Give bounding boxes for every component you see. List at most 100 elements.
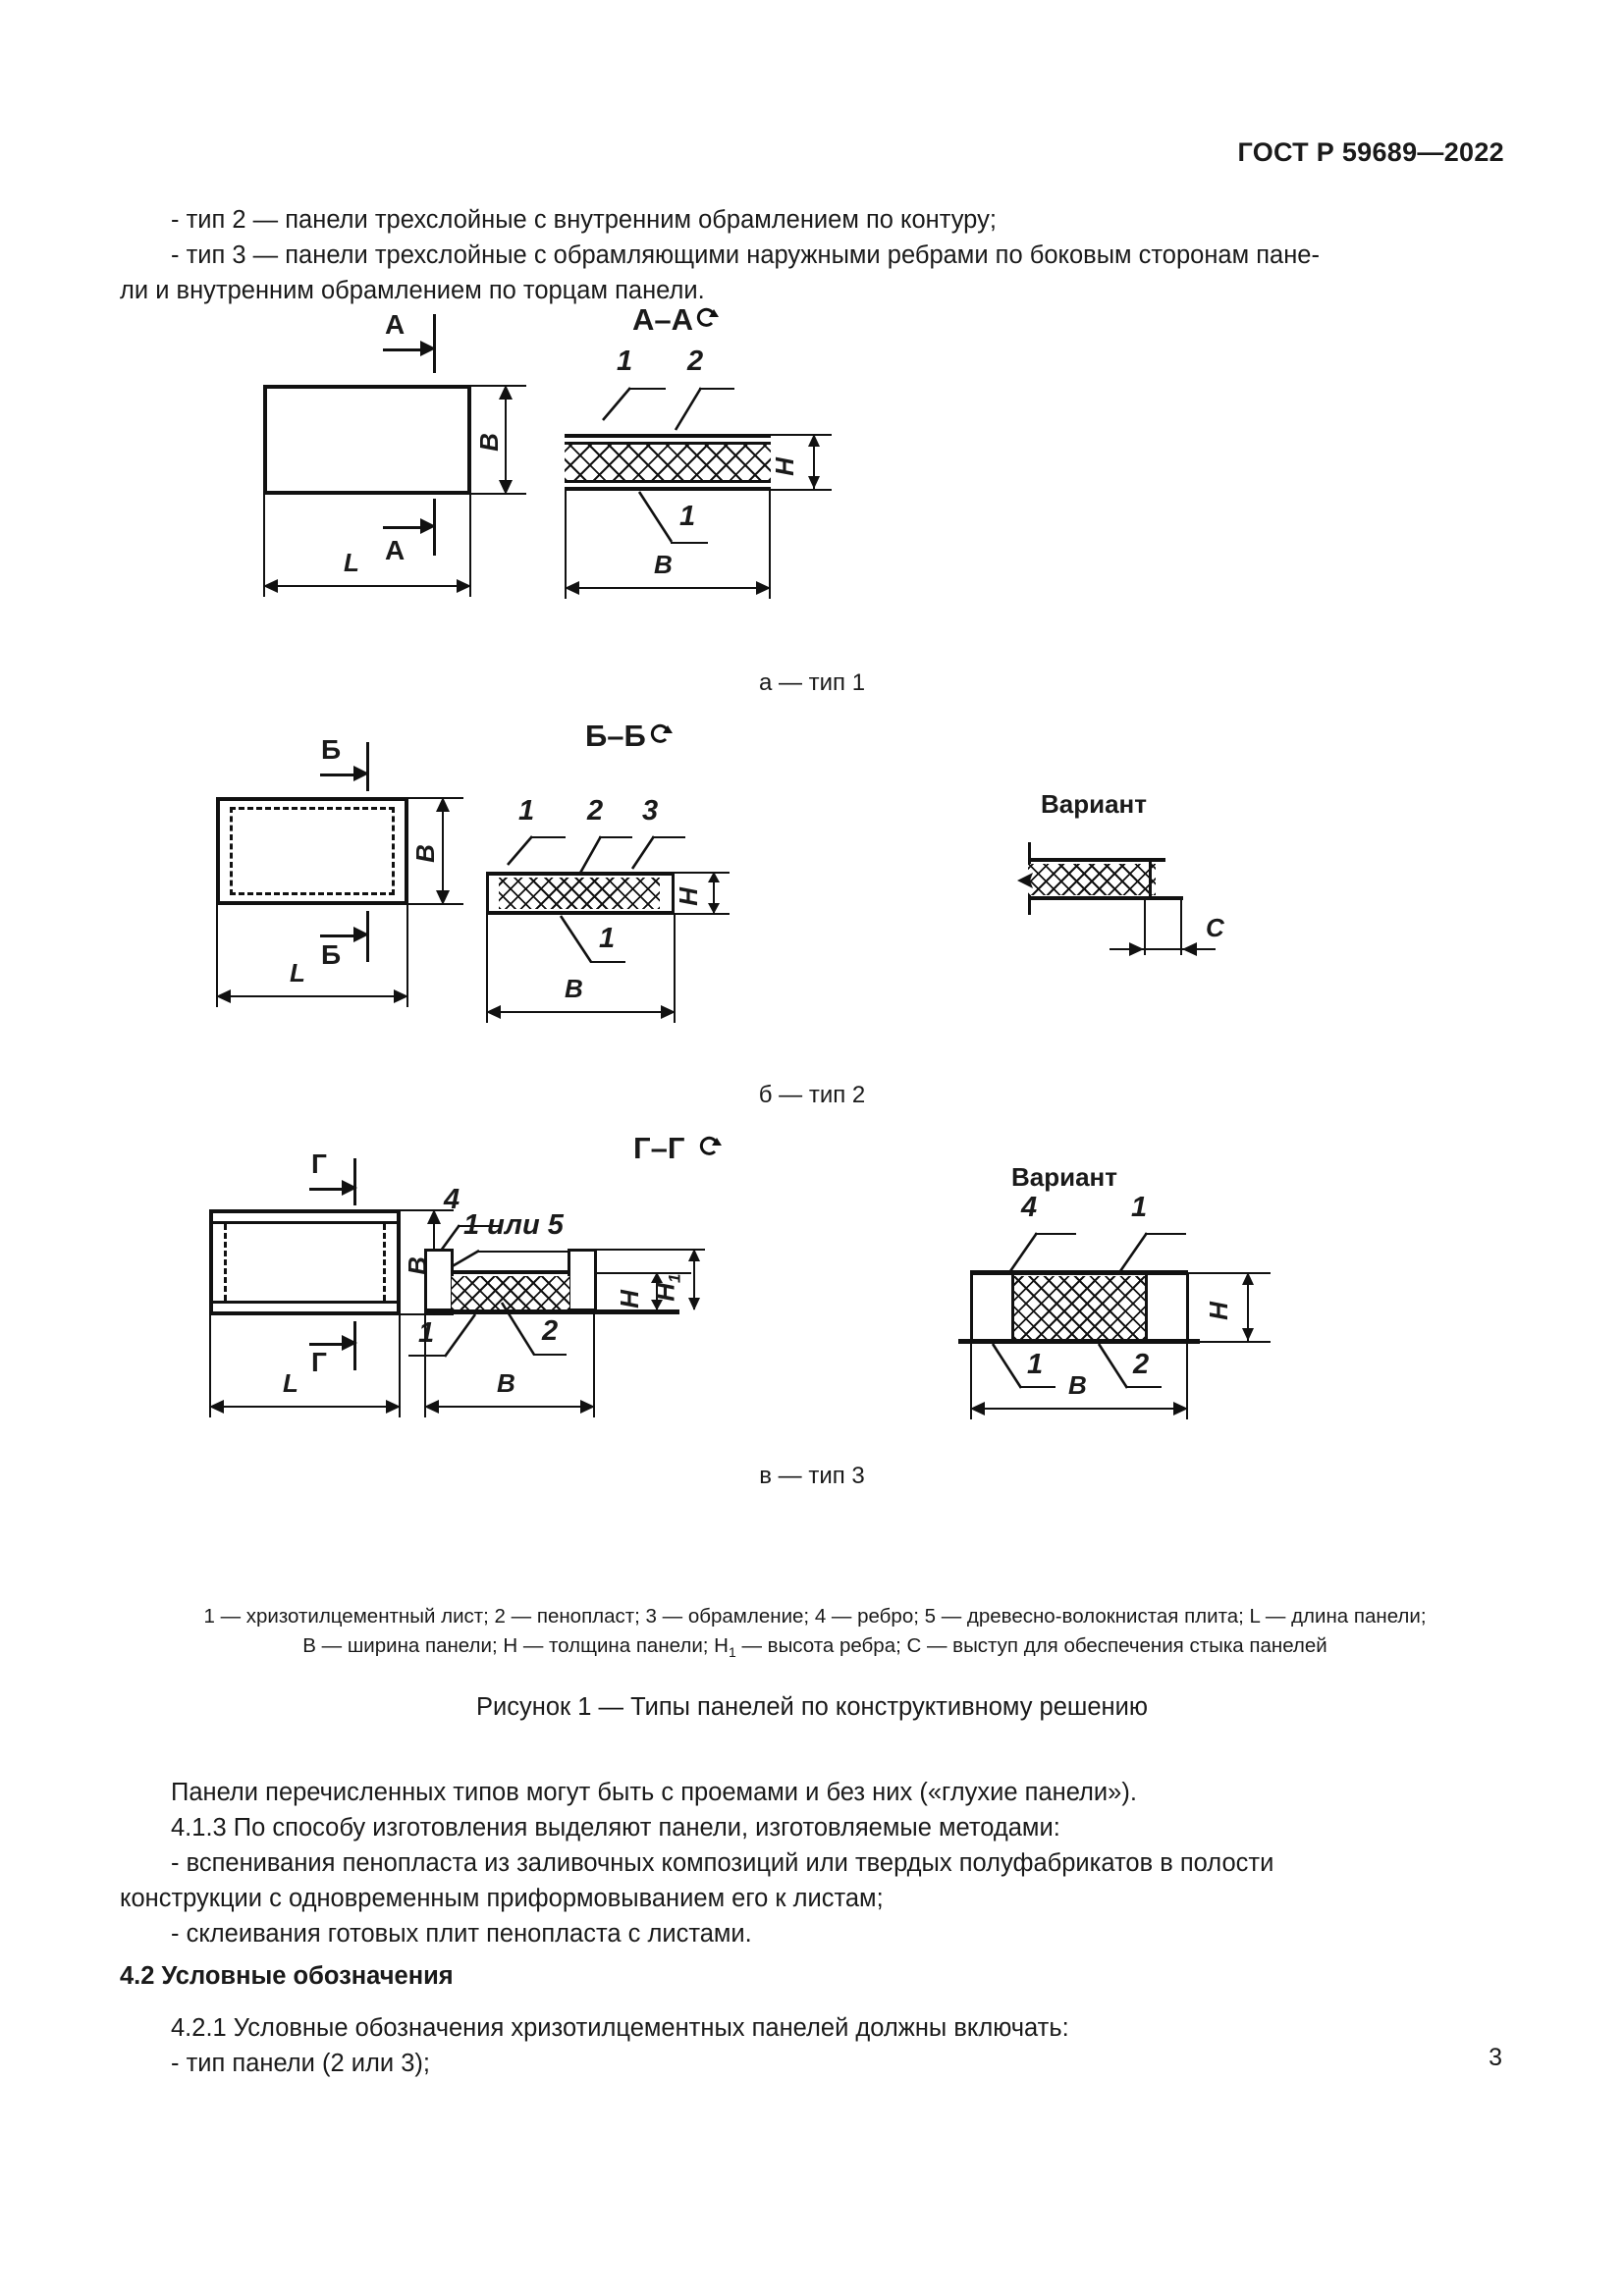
variant3-ext-line-b-left — [970, 1343, 972, 1419]
callout-3-bb: 3 — [642, 795, 659, 827]
sheet-top-bb — [486, 872, 675, 876]
callout-2-bb-shelf — [599, 836, 632, 838]
list-item-type-3-continued: ли и внутренним обрамлением по торцам па… — [120, 277, 705, 304]
panel-outline-type-1 — [263, 385, 471, 495]
callout-1-variant-leader — [1118, 1232, 1149, 1272]
figure-row-type-1: А В — [0, 302, 1624, 736]
dim-label-l-type2: L — [290, 958, 305, 988]
dim-arrow-l-left-type3 — [209, 1400, 224, 1414]
callout-1-bottom-gg: 1 — [418, 1317, 435, 1349]
dim-arrow-b-up-type2 — [436, 797, 450, 812]
section-title-b-b: Б–Б — [585, 719, 646, 753]
cut-mark-b-top-leader — [320, 774, 359, 776]
ext-line-b-bottom — [469, 493, 526, 495]
ext-line-b-bottom-type2 — [406, 903, 463, 905]
callout-1-top-bb-shelf — [530, 836, 566, 838]
cut-mark-a-top-arrow — [420, 341, 436, 356]
dim-line-l-type2 — [220, 995, 406, 997]
callout-4-variant: 4 — [1021, 1192, 1038, 1223]
callout-1-variant-shelf — [1145, 1233, 1186, 1235]
inner-dashed-left-type-3 — [224, 1224, 230, 1301]
cut-mark-label-b-top: Б — [321, 734, 342, 765]
legend-line-2: B — ширина панели; H — толщина панели; H… — [108, 1631, 1522, 1667]
dim-line-l-type3 — [213, 1406, 399, 1408]
rotation-arrow-icon-g-g — [699, 1136, 722, 1155]
cut-mark-b-bottom-arrow — [353, 927, 369, 942]
variant-ext-line-c-left — [1144, 900, 1146, 955]
variant-frame-right — [1149, 862, 1152, 897]
variant3-rib-right-outer — [1186, 1274, 1189, 1341]
ext-line-b-right-gg — [593, 1313, 595, 1417]
dim-label-h-gg: H — [614, 1290, 644, 1308]
ext-line-l-right-type3 — [399, 1315, 401, 1417]
sheet-top-gg — [452, 1270, 569, 1274]
legend-line-1: 1 — хризотилцементный лист; 2 — пеноплас… — [203, 1605, 1427, 1628]
page-number: 3 — [1489, 2044, 1502, 2071]
variant-dim-arrow-c-left — [1129, 942, 1144, 956]
callout-1-bottom-bb: 1 — [599, 923, 616, 954]
heading-4-2: 4.2 Условные обозначения — [120, 1962, 454, 1990]
dim-arrow-b-up-type3 — [427, 1209, 441, 1224]
section-title-g-g: Г–Г — [633, 1131, 685, 1165]
foam-core-bb — [499, 878, 660, 909]
callout-3-bb-shelf — [652, 836, 685, 838]
ext-line-b-top-type3 — [399, 1209, 454, 1211]
rib-right-gg — [568, 1249, 597, 1311]
variant3-dim-line-b — [974, 1408, 1186, 1410]
variant-label-type-3: Вариант — [1011, 1162, 1117, 1192]
ext-line-l-left-type3 — [209, 1315, 211, 1417]
rib-line-top-type-3 — [213, 1221, 397, 1224]
callout-1-bottom-gg-leader — [443, 1313, 477, 1358]
cut-mark-g-bottom-tick — [353, 1321, 356, 1370]
variant3-ext-line-h-top — [1188, 1272, 1271, 1274]
variant3-callout-1: 1 — [1027, 1349, 1044, 1380]
variant-dim-line-c — [1110, 948, 1216, 950]
variant3-callout-2: 2 — [1133, 1349, 1150, 1380]
dim-arrow-l-left-type2 — [216, 989, 231, 1003]
rib-line-bottom-type-3 — [213, 1301, 397, 1304]
cut-mark-g-bottom-arrow — [342, 1335, 357, 1351]
panel-outline-type-3 — [209, 1209, 401, 1315]
dim-arrow-b-left-aa — [565, 581, 579, 595]
callout-4-gg-shelf — [458, 1225, 501, 1227]
foam-core-aa — [565, 442, 771, 483]
callout-2-gg-shelf — [533, 1354, 567, 1356]
sub-caption-a-text: а — тип 1 — [758, 669, 866, 696]
dim-label-h1-subscript: 1 — [665, 1273, 684, 1283]
callout-1-bottom-gg-shelf — [408, 1355, 446, 1357]
callout-2-aa: 2 — [687, 346, 704, 377]
variant3-callout-1-shelf — [1020, 1386, 1056, 1388]
callout-1-top-aa-shelf — [628, 388, 666, 390]
foam-core-gg — [452, 1276, 569, 1309]
callout-1-top-aa-leader — [602, 387, 631, 421]
ext-line-h-top-bb — [675, 872, 730, 874]
dim-arrow-b-left-bb — [486, 1005, 501, 1019]
paragraph-foaming-line-1: - вспенивания пенопласта из заливочных к… — [171, 1849, 1274, 1877]
list-item-type-2: - тип 2 — панели трехслойные с внутренни… — [171, 206, 997, 234]
dim-label-b-gg: B — [497, 1368, 515, 1398]
figure-legend: 1 — хризотилцементный лист; 2 — пеноплас… — [108, 1602, 1522, 1667]
variant-ext-line-c-right — [1180, 900, 1182, 955]
dim-arrow-b-right-bb — [661, 1005, 676, 1019]
cut-mark-a-bottom-leader — [383, 526, 426, 529]
dim-arrow-b-left-gg — [424, 1400, 439, 1414]
variant3-dim-arrow-b-left — [970, 1402, 985, 1415]
dim-arrow-b-down-type2 — [436, 890, 450, 905]
legend-line-2-subscript: 1 — [728, 1644, 736, 1661]
cut-mark-g-top-arrow — [342, 1180, 357, 1196]
frame-left-bb — [486, 876, 489, 911]
dim-arrow-b-down — [499, 480, 513, 495]
variant3-callout-1-leader — [991, 1343, 1023, 1389]
variant3-dim-line-h — [1247, 1274, 1249, 1341]
ext-line-h-top-gg — [597, 1272, 691, 1274]
dim-arrow-l-right-type2 — [394, 989, 408, 1003]
dim-label-l-type3: L — [283, 1368, 298, 1398]
figure-row-type-3: Г В — [0, 1131, 1624, 1551]
cut-mark-label-a-top: А — [385, 309, 406, 340]
dim-line-b-aa — [568, 587, 769, 589]
ext-line-b-bottom-type3 — [399, 1313, 454, 1315]
cut-mark-b-top-arrow — [353, 766, 369, 781]
section-4-2-content: 4.2.1 Условные обозначения хризотилцемен… — [120, 2010, 1506, 2081]
dim-label-h-aa: H — [769, 457, 799, 476]
